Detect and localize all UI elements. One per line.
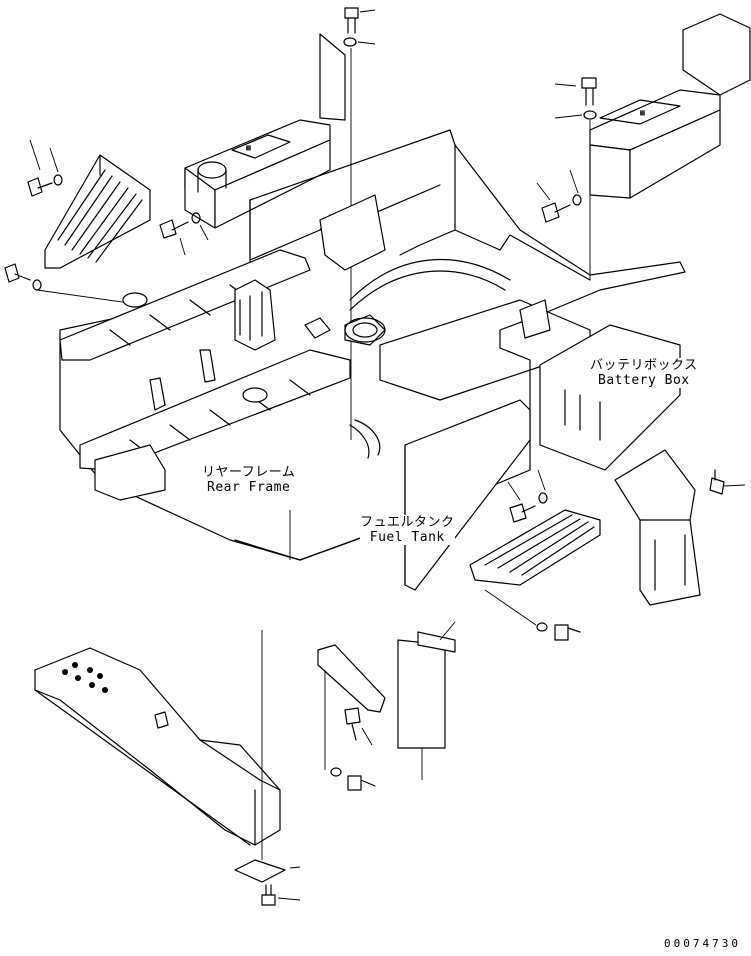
right-bracket xyxy=(614,449,701,606)
top-right-cover: ▦ xyxy=(589,13,751,199)
fuel-tank-label-en: Fuel Tank xyxy=(369,530,445,545)
bolt-icon xyxy=(159,212,209,256)
rear-frame-label-en: Rear Frame xyxy=(207,480,291,495)
bolt-icon xyxy=(484,589,581,641)
battery-box-label-en: Battery Box xyxy=(598,373,690,388)
svg-text:▦: ▦ xyxy=(246,143,251,152)
rear-frame-label: リヤーフレーム Rear Frame xyxy=(202,465,296,495)
svg-text:▦: ▦ xyxy=(640,108,645,117)
bolt-icon xyxy=(330,767,376,791)
fuel-tank-label: フュエルタンク Fuel Tank xyxy=(360,515,455,545)
top-center-cover: ▦ xyxy=(184,33,346,229)
bolt-icon xyxy=(261,884,301,906)
bolt-icon xyxy=(554,77,597,106)
bottom-plate xyxy=(234,859,286,883)
left-step xyxy=(44,154,151,269)
drawing-code: 00074730 xyxy=(664,937,741,950)
bottom-bracket xyxy=(317,631,456,749)
battery-box-label-ja: バッテリボックス xyxy=(590,358,698,373)
battery-box-label: バッテリボックス Battery Box xyxy=(590,358,698,388)
bolt-icon xyxy=(536,169,582,223)
bottom-left-panel xyxy=(34,647,281,846)
bolt-icon xyxy=(344,7,376,34)
rear-frame-label-ja: リヤーフレーム xyxy=(202,465,296,480)
fuel-tank-label-ja: フュエルタンク xyxy=(360,515,455,530)
bolt-icon xyxy=(709,469,746,495)
bolt-icon xyxy=(344,707,373,746)
bolt-icon xyxy=(27,139,63,197)
washer-icon xyxy=(343,37,376,47)
bolt-icon xyxy=(507,469,548,523)
right-step xyxy=(469,509,601,586)
washer-icon xyxy=(554,110,597,120)
